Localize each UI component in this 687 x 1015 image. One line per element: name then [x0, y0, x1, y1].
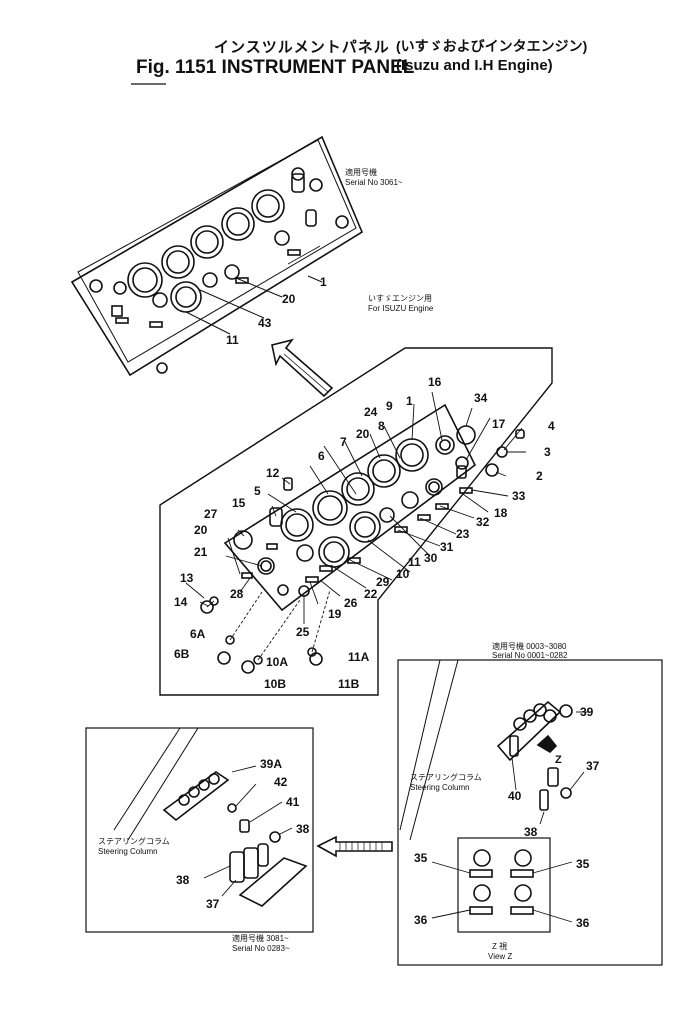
callout-11b: 11B	[338, 677, 360, 691]
isuzu-note-en: For ISUZU Engine	[368, 304, 434, 313]
callout-35-right: 35	[576, 857, 590, 871]
callout-15: 15	[232, 496, 246, 510]
steering-right-en: Steering Column	[410, 783, 470, 792]
view-z-jp: Z 視	[492, 942, 508, 951]
serial-top-en: Serial No 3061~	[345, 178, 403, 187]
callout-38-left-top: 38	[296, 822, 310, 836]
callout-26: 26	[344, 596, 358, 610]
callout-22: 22	[364, 587, 378, 601]
serial-top-jp: 適用号機	[345, 168, 377, 177]
callout-10a: 10A	[266, 655, 289, 669]
callout-12: 12	[266, 466, 280, 480]
callout-2: 2	[536, 469, 543, 483]
isuzu-note-jp: いすゞエンジン用	[368, 294, 432, 303]
callout-27: 27	[204, 507, 218, 521]
callout-23: 23	[456, 527, 470, 541]
title-variant-english: (Isuzu and I.H Engine)	[396, 57, 553, 74]
callout-6a: 6A	[190, 627, 206, 641]
arrow-z-label: Z	[555, 754, 562, 766]
callout-14: 14	[174, 595, 188, 609]
callout-11a: 11A	[348, 650, 370, 664]
callout-36-left: 36	[414, 913, 428, 927]
callout-41: 41	[286, 795, 300, 809]
detail-box-left	[85, 727, 314, 933]
callout-25: 25	[296, 625, 310, 639]
callout-42: 42	[274, 775, 288, 789]
callout-34: 34	[474, 391, 488, 405]
callout-33: 33	[512, 489, 526, 503]
callout-32: 32	[476, 515, 490, 529]
callout-43: 43	[258, 316, 272, 330]
callout-10: 10	[396, 567, 410, 581]
title-variant-japanese: (いすゞおよびインタエンジン)	[396, 38, 588, 54]
steering-right-jp: ステアリングコラム	[410, 773, 482, 782]
serial-right-en: Serial No 0001~0282	[492, 651, 568, 660]
callout-40: 40	[508, 789, 522, 803]
direction-arrow-hatched	[271, 338, 334, 398]
figure-title: Fig. 1151 INSTRUMENT PANEL	[136, 57, 415, 78]
callout-30: 30	[424, 551, 438, 565]
callout-18: 18	[494, 506, 508, 520]
callout-31: 31	[440, 540, 454, 554]
callout-16: 16	[428, 375, 442, 389]
callout-3: 3	[544, 445, 551, 459]
detail-box-right	[397, 659, 663, 966]
callout-21: 21	[194, 545, 208, 559]
serial-right-jp: 適用号機 0003~3080	[492, 642, 567, 651]
callout-6b: 6B	[174, 647, 190, 661]
callout-20-top: 20	[282, 292, 296, 306]
callout-4: 4	[548, 419, 555, 433]
steering-left-en: Steering Column	[98, 847, 158, 856]
callout-20b: 20	[194, 523, 208, 537]
view-z-en: View Z	[488, 952, 513, 961]
callout-20: 20	[356, 427, 370, 441]
main-panel-frame	[159, 347, 553, 696]
callout-7: 7	[340, 435, 347, 449]
callout-24: 24	[364, 405, 378, 419]
callout-35-left: 35	[414, 851, 428, 865]
callout-6: 6	[318, 449, 325, 463]
callout-17: 17	[492, 417, 506, 431]
top-panel-isuzu	[70, 135, 364, 377]
callout-29: 29	[376, 575, 390, 589]
serial-bottom-jp: 適用号機 3081~	[232, 934, 289, 943]
callout-8: 8	[378, 419, 385, 433]
callout-1: 1	[406, 394, 413, 408]
callout-36-right: 36	[576, 916, 590, 930]
callout-39a: 39A	[260, 757, 283, 771]
callout-11-top: 11	[226, 333, 239, 347]
callout-38-left: 38	[176, 873, 190, 887]
callout-37: 37	[586, 759, 600, 773]
callout-28: 28	[230, 587, 244, 601]
instrument-panel-main	[185, 391, 526, 674]
callout-1-top: 1	[320, 275, 327, 289]
callout-39: 39	[580, 705, 594, 719]
callout-38: 38	[524, 825, 538, 839]
callout-13: 13	[180, 571, 194, 585]
steering-left-jp: ステアリングコラム	[98, 837, 170, 846]
callout-5: 5	[254, 484, 261, 498]
callout-19: 19	[328, 607, 342, 621]
direction-arrow-left	[316, 835, 393, 858]
title-japanese: インスツルメントパネル	[214, 39, 390, 56]
serial-bottom-en: Serial No 0283~	[232, 944, 290, 953]
callout-37-left: 37	[206, 897, 220, 911]
callout-9: 9	[386, 399, 393, 413]
callout-11: 11	[408, 555, 421, 569]
callout-10b: 10B	[264, 677, 287, 691]
